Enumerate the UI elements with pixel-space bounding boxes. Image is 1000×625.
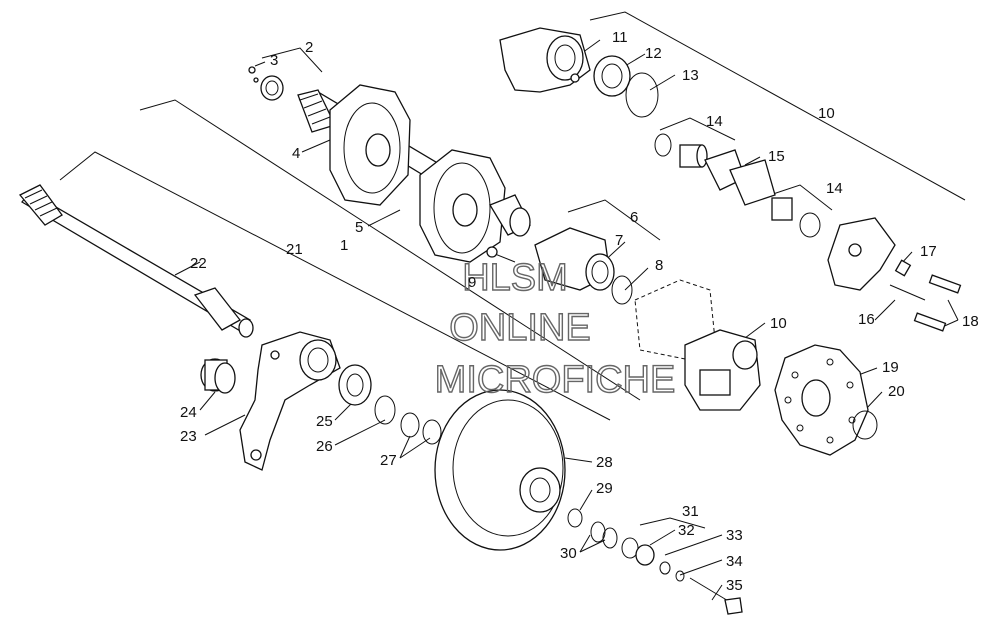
part-gasket: [634, 279, 716, 361]
callout-34: 34: [726, 553, 743, 570]
callout-22: 22: [190, 255, 207, 272]
callout-30: 30: [560, 545, 577, 562]
watermark: HLSM ONLINE MICROFICHE: [434, 256, 676, 401]
callout-7: 7: [615, 232, 623, 249]
callout-2: 2: [305, 39, 313, 56]
callout-18: 18: [962, 313, 979, 330]
callout-10-lower: 10: [770, 315, 787, 332]
part-arm-bracket: [239, 331, 341, 471]
callout-4: 4: [292, 145, 300, 162]
part-bearing-24: [200, 358, 236, 394]
part-wheel-28: [434, 389, 566, 551]
callout-27: 27: [380, 452, 397, 469]
part-brake-pads: [654, 133, 821, 238]
watermark-line3: MICROFICHE: [435, 359, 676, 401]
callout-16: 16: [858, 311, 875, 328]
callout-29: 29: [596, 480, 613, 497]
callout-23: 23: [180, 428, 197, 445]
callout-25: 25: [316, 413, 333, 430]
callout-1: 1: [340, 237, 348, 254]
watermark-line1: HLSM: [462, 257, 568, 299]
callout-8: 8: [655, 257, 663, 274]
callout-17: 17: [920, 243, 937, 260]
callout-32: 32: [678, 522, 695, 539]
callout-35: 35: [726, 577, 743, 594]
part-caliper-right: [827, 217, 962, 332]
callout-3: 3: [270, 52, 278, 69]
callout-11: 11: [612, 29, 628, 46]
callout-5: 5: [355, 219, 363, 236]
part-axle: [18, 184, 254, 338]
part-ring-20: [852, 410, 878, 440]
part-drive-shaft: [297, 84, 531, 263]
watermark-line2: ONLINE: [449, 307, 590, 349]
callout-6: 6: [630, 209, 638, 226]
callout-14-lower: 14: [826, 180, 843, 197]
callout-33: 33: [726, 527, 743, 544]
callout-24: 24: [180, 404, 197, 421]
part-bearing-25: [338, 364, 442, 445]
part-caliper-center: [684, 329, 761, 411]
callout-14-upper: 14: [706, 113, 723, 130]
callout-15: 15: [768, 148, 785, 165]
part-flange-6: [486, 227, 633, 305]
callout-12: 12: [645, 45, 662, 62]
callout-28: 28: [596, 454, 613, 471]
part-hardware-stack: [567, 508, 743, 615]
callout-20: 20: [888, 383, 905, 400]
callout-26: 26: [316, 438, 333, 455]
callout-9: 9: [468, 274, 476, 291]
bracket-lines: [59, 11, 966, 529]
part-housing-10-upper: [499, 27, 659, 118]
callout-21: 21: [286, 241, 303, 258]
callout-13: 13: [682, 67, 699, 84]
part-brake-disc: [774, 344, 869, 456]
callout-labels: 1 2 3 4 5 6 7 8 9 10 10 11 12 13 14 14 1…: [180, 29, 979, 594]
callout-10-upper: 10: [818, 105, 835, 122]
callout-31: 31: [682, 503, 699, 520]
part-cap-2: [248, 66, 284, 101]
callout-19: 19: [882, 359, 899, 376]
